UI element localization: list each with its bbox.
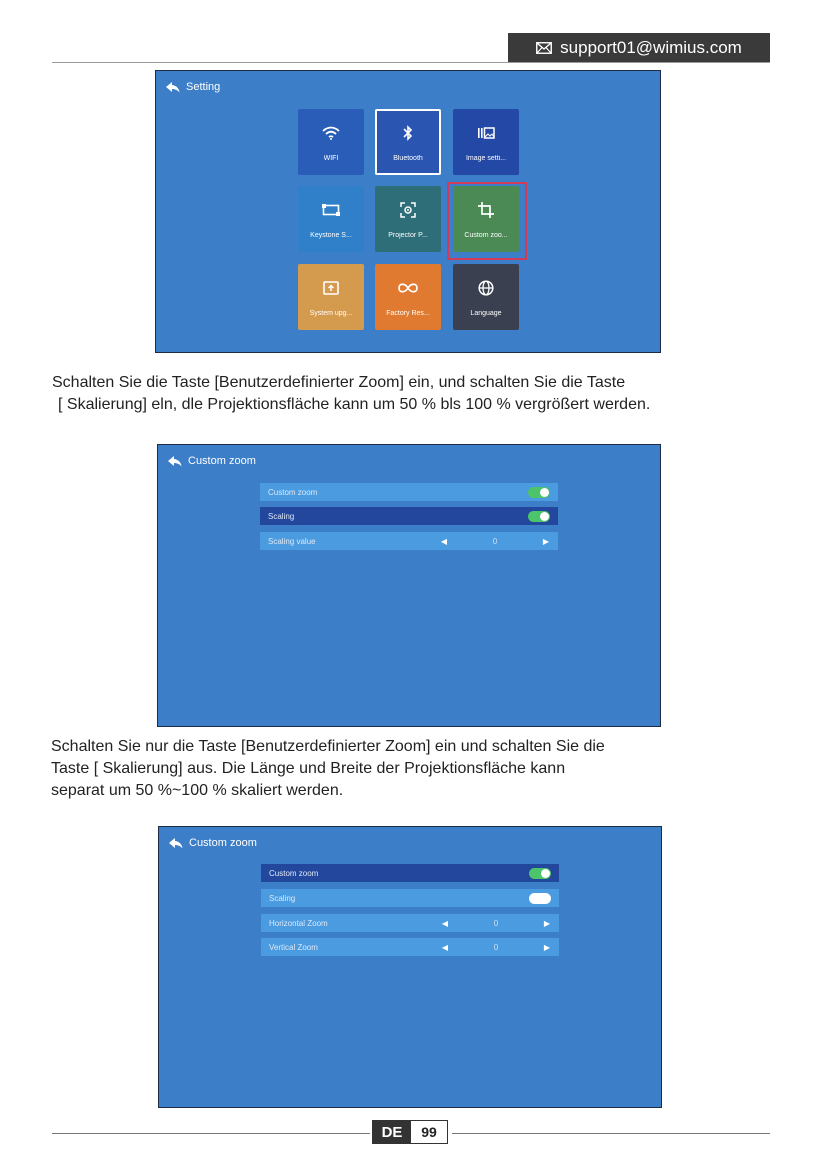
custom-zoom-screen-scaling-on: Custom zoom Custom zoom Scaling Scaling …: [157, 444, 661, 727]
tile-projector[interactable]: Projector P...: [375, 186, 441, 252]
right-arrow-icon[interactable]: ▶: [543, 942, 551, 952]
system-upgrade-icon: [323, 278, 339, 298]
vertical-zoom-stepper[interactable]: ◀ 0 ▶: [441, 943, 551, 952]
tile-label: System upg...: [309, 309, 353, 317]
scaling-row[interactable]: Scaling: [261, 889, 559, 907]
paragraph-line: [ Skalierung] eln, dle Projektionsfläche…: [58, 396, 651, 413]
scaling-value-row[interactable]: Scaling value ◀ 0 ▶: [260, 532, 558, 550]
custom-zoom-toggle[interactable]: [528, 486, 550, 498]
paragraph-line: Schalten Sie nur die Taste [Benutzerdefi…: [51, 738, 605, 755]
tile-label: Projector P...: [388, 231, 428, 239]
right-arrow-icon[interactable]: ▶: [543, 918, 551, 928]
tile-bluetooth[interactable]: Bluetooth: [375, 109, 441, 175]
paragraph-line: Schalten Sie die Taste [Benutzerdefinier…: [52, 374, 626, 391]
settings-back-button[interactable]: Setting: [166, 81, 220, 93]
wifi-icon: [322, 123, 340, 143]
back-arrow-icon: [168, 455, 182, 466]
tile-label: WIFI: [323, 154, 339, 162]
custom-zoom-back-button[interactable]: Custom zoom: [169, 837, 257, 849]
row-label: Custom zoom: [268, 487, 318, 497]
projector-icon: [400, 200, 416, 220]
row-label: Vertical Zoom: [269, 942, 318, 952]
tile-factory-reset[interactable]: Factory Res...: [375, 264, 441, 330]
support-email: support01@wimius.com: [560, 37, 742, 57]
screen-title: Setting: [186, 81, 221, 93]
stepper-value: 0: [493, 942, 499, 952]
tile-image-settings[interactable]: Image setti...: [453, 109, 519, 175]
horizontal-zoom-stepper[interactable]: ◀ 0 ▶: [441, 919, 551, 928]
infinity-icon: [398, 278, 418, 298]
scaling-toggle[interactable]: [528, 510, 550, 522]
header-divider: [52, 62, 770, 63]
custom-zoom-row[interactable]: Custom zoom: [261, 864, 559, 882]
left-arrow-icon[interactable]: ◀: [440, 536, 448, 546]
keystone-icon: [322, 200, 340, 220]
custom-zoom-back-button[interactable]: Custom zoom: [168, 455, 256, 467]
horizontal-zoom-row[interactable]: Horizontal Zoom ◀ 0 ▶: [261, 914, 559, 932]
scaling-row[interactable]: Scaling: [260, 507, 558, 525]
right-arrow-icon[interactable]: ▶: [542, 536, 550, 546]
language-code: DE: [373, 1121, 411, 1143]
row-label: Custom zoom: [269, 868, 319, 878]
page-number-badge: DE 99: [372, 1120, 448, 1144]
bluetooth-icon: [403, 123, 413, 143]
tile-label: Language: [470, 309, 502, 317]
crop-icon: [478, 200, 494, 220]
instruction-paragraph-2: Schalten Sie nur die Taste [Benutzerdefi…: [51, 736, 791, 802]
left-arrow-icon[interactable]: ◀: [441, 918, 449, 928]
paragraph-line: Taste [ Skalierung] aus. Die Länge und B…: [51, 760, 566, 777]
back-arrow-icon: [169, 837, 183, 848]
row-label: Horizontal Zoom: [269, 918, 328, 928]
screen-title: Custom zoom: [188, 455, 256, 467]
row-label: Scaling: [268, 511, 295, 521]
tile-keystone[interactable]: Keystone S...: [298, 186, 364, 252]
envelope-icon: [536, 41, 553, 54]
tile-label: Factory Res...: [386, 309, 430, 317]
tile-label: Image setti...: [465, 154, 507, 162]
selection-highlight: [447, 182, 527, 260]
vertical-zoom-row[interactable]: Vertical Zoom ◀ 0 ▶: [261, 938, 559, 956]
globe-icon: [478, 278, 494, 298]
footer-divider-right: [452, 1133, 770, 1134]
custom-zoom-row[interactable]: Custom zoom: [260, 483, 558, 501]
row-label: Scaling: [269, 893, 296, 903]
tile-label: Bluetooth: [393, 154, 423, 162]
left-arrow-icon[interactable]: ◀: [441, 942, 449, 952]
scaling-toggle[interactable]: [529, 892, 551, 904]
tile-wifi[interactable]: WIFI: [298, 109, 364, 175]
footer-divider-left: [52, 1133, 370, 1134]
paragraph-line: separat um 50 %~100 % skaliert werden.: [51, 782, 344, 799]
page-number: 99: [411, 1121, 447, 1143]
back-arrow-icon: [166, 81, 180, 92]
tile-label: Custom zoo...: [464, 231, 508, 239]
image-settings-icon: [477, 123, 495, 143]
tile-custom-zoom[interactable]: Custom zoo...: [453, 186, 519, 252]
screen-title: Custom zoom: [189, 837, 257, 849]
stepper-value: 0: [493, 918, 499, 928]
settings-screen: Setting WIFI Bluetooth Image setti... Ke…: [155, 70, 661, 353]
row-label: Scaling value: [268, 536, 316, 546]
tile-language[interactable]: Language: [453, 264, 519, 330]
scaling-value-stepper[interactable]: ◀ 0 ▶: [440, 537, 550, 546]
instruction-paragraph-1: Schalten Sie die Taste [Benutzerdefinier…: [52, 372, 792, 416]
stepper-value: 0: [492, 536, 498, 546]
custom-zoom-screen-scaling-off: Custom zoom Custom zoom Scaling Horizont…: [158, 826, 662, 1108]
tile-label: Keystone S...: [310, 231, 352, 239]
custom-zoom-toggle[interactable]: [529, 867, 551, 879]
support-email-badge: support01@wimius.com: [508, 33, 770, 62]
tile-system-upgrade[interactable]: System upg...: [298, 264, 364, 330]
